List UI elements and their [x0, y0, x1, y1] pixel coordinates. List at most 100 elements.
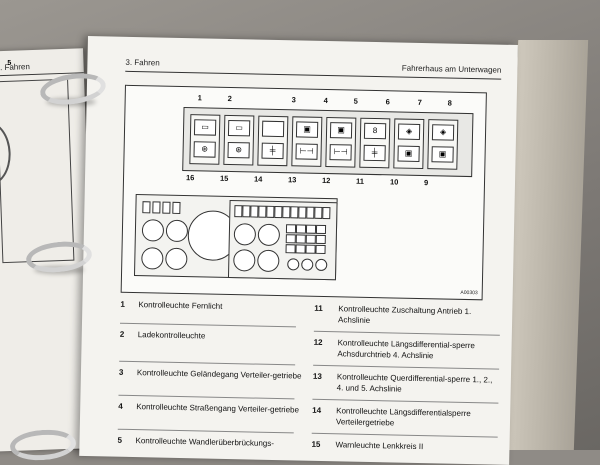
switch-5: ▣⊢⊣ — [325, 117, 357, 168]
battery-icon: ▭ — [227, 119, 251, 137]
indicator-icon: ⊛ — [193, 141, 216, 158]
indicator-lamp — [142, 201, 151, 214]
legend-number: 14 — [312, 405, 322, 415]
warning-icon: ◈ — [397, 123, 421, 140]
callout: 13 — [287, 175, 297, 185]
indicator-lamp — [172, 201, 181, 214]
indicator-lamp — [298, 206, 307, 219]
warning-lamp — [285, 234, 296, 244]
switch-8: ◈▣ — [427, 119, 459, 170]
gauge — [233, 249, 256, 272]
legend-number: 13 — [312, 371, 322, 381]
warning-lamp — [295, 244, 306, 254]
warning-lamp — [305, 244, 316, 254]
legend-number: 3 — [118, 367, 124, 377]
callout: 14 — [253, 174, 263, 184]
switch-7: ◈▣ — [393, 118, 425, 170]
warning-lamp — [285, 244, 296, 254]
legend-divider — [118, 394, 295, 400]
blank-icon — [261, 120, 285, 138]
left-page-header: 3. Fahren — [0, 62, 31, 73]
gauge — [165, 219, 189, 243]
indicator-lamp — [234, 205, 243, 218]
warning-lamp — [295, 224, 307, 234]
callout: 12 — [321, 175, 331, 186]
legend-item: 13 Kontrolleuchte Querdifferential-sperre… — [313, 371, 503, 394]
legend-number: 1 — [120, 299, 125, 309]
switch-panel-figure: ▭⊛ ▭⊛ ╪ ▣⊢⊣ ▣⊢⊣ 8╪ ◈▣ ◈▣ 1 2 3 4 5 6 7 8… — [120, 84, 487, 301]
manual-page: 3. Fahren Fahrerhaus am Unterwagen ▭⊛ ▭⊛… — [79, 36, 518, 465]
gauge — [141, 219, 165, 242]
legend-number: 4 — [118, 401, 123, 411]
legend-text: Kontrolleuchte Zuschaltung Antrieb 1. Ac… — [338, 304, 472, 325]
axle-icon: ╪ — [363, 144, 386, 162]
control-knob — [301, 258, 314, 271]
switch-4: ▣⊢⊣ — [291, 116, 323, 167]
callout: 8 — [447, 98, 452, 108]
warning-lamp — [295, 234, 306, 244]
legend-item: 3 Kontrolleuchte Geländegang Verteiler-ge… — [119, 367, 303, 381]
indicator-lamp — [152, 201, 161, 214]
control-knob — [287, 258, 300, 271]
converter-icon: 8 — [363, 122, 387, 140]
callout: 16 — [185, 173, 195, 183]
page-chapter-title: Fahrerhaus am Unterwagen — [401, 63, 502, 75]
switch-6: 8╪ — [359, 117, 391, 169]
page-header: 3. Fahren Fahrerhaus am Unterwagen — [125, 56, 502, 80]
legend-divider — [313, 330, 500, 336]
diff-lock-icon: ╪ — [261, 142, 284, 160]
legend-divider — [117, 428, 294, 434]
callout: 15 — [219, 173, 229, 183]
gauge — [257, 249, 280, 273]
callout: 7 — [417, 97, 422, 108]
indicator-lamp — [242, 205, 251, 218]
switch-1: ▭⊛ — [189, 114, 221, 165]
switch-3: ╪ — [257, 115, 289, 167]
callout: 11 — [355, 176, 365, 186]
gear-icon: ▣ — [329, 122, 353, 139]
indicator-lamp — [322, 206, 331, 220]
callout: 10 — [389, 177, 399, 187]
legend-text: Kontrolleuchte Geländegang Verteiler-get… — [136, 368, 302, 381]
legend-text: Warnleuchte Lenkkreis II — [335, 440, 424, 452]
dashboard-right-cluster — [227, 200, 338, 281]
left-page-figure — [0, 78, 75, 264]
callout: 3 — [291, 95, 296, 105]
legend-text: Kontrolleuchte Querdifferential-sperre 1… — [336, 372, 493, 394]
indicator-lamp — [162, 201, 171, 214]
warning-lamp — [305, 234, 316, 244]
control-knob — [315, 258, 328, 272]
indicator-icon: ⊛ — [227, 141, 250, 159]
ring-shadow — [46, 98, 96, 106]
warning-icon: ◈ — [431, 124, 455, 141]
axle-icon: ▣ — [397, 145, 420, 162]
figure-code: A00303 — [460, 289, 478, 297]
indicator-lamp — [258, 205, 267, 218]
ring-shadow — [34, 266, 84, 274]
legend-number: 12 — [313, 337, 323, 347]
legend-text: Kontrolleuchte Längsdifferential-sperre … — [337, 338, 475, 361]
indicator-lamp — [282, 206, 291, 219]
callout: 5 — [353, 96, 358, 106]
legend-text: Kontrolleuchte Straßengang Verteiler-get… — [136, 402, 300, 415]
legend-divider — [119, 322, 296, 328]
indicator-lamp — [290, 206, 299, 219]
warning-lamp — [305, 224, 317, 234]
callout: 2 — [227, 93, 232, 104]
left-page-callout: 5 — [7, 59, 12, 67]
warning-lamp — [315, 224, 327, 235]
warning-lamp — [315, 244, 326, 255]
high-beam-icon: ▭ — [193, 119, 217, 136]
axle-icon: ⊢⊣ — [295, 143, 318, 160]
gauge — [165, 247, 188, 271]
axle-icon: ▣ — [431, 146, 454, 163]
callout: 9 — [423, 178, 429, 188]
indicator-lamp — [250, 205, 259, 218]
callout: 6 — [385, 97, 390, 107]
legend-item: 4 Kontrolleuchte Straßengang Verteiler-ge… — [118, 401, 302, 415]
legend-number: 15 — [311, 439, 321, 449]
